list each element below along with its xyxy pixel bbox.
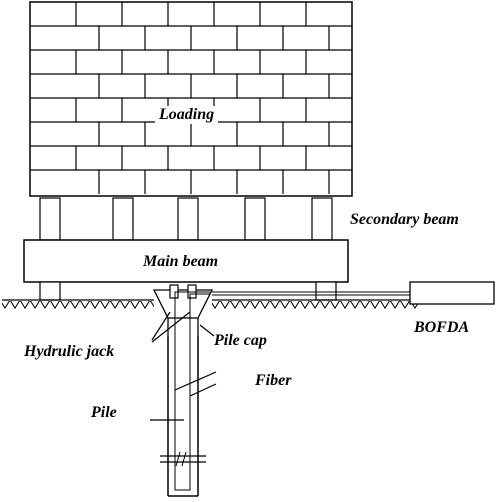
- pile-cap: [152, 289, 214, 336]
- secondary-beam-post: [39, 197, 61, 241]
- loading-block: [29, 1, 353, 197]
- secondary-beam: [39, 197, 333, 241]
- loading-label: Loading: [155, 106, 219, 124]
- bofda-device: [409, 281, 495, 305]
- pile-label: Pile: [91, 404, 117, 421]
- secondary-beam-label: Secondary beam: [350, 211, 459, 228]
- right-support: [315, 281, 337, 301]
- fiber: [174, 291, 410, 491]
- secondary-beam-post: [244, 197, 266, 241]
- bofda-label: BOFDA: [414, 319, 470, 336]
- hydraulic-jack-label: Hydrulic jack: [24, 343, 115, 360]
- leader-lines: [150, 311, 217, 421]
- main-beam-label: Main beam: [143, 253, 219, 270]
- secondary-beam-post: [177, 197, 199, 241]
- ground: [2, 299, 420, 310]
- secondary-beam-post: [311, 197, 333, 241]
- left-support: [39, 281, 61, 301]
- fiber-label: Fiber: [255, 372, 292, 389]
- pile: [160, 336, 206, 497]
- secondary-beam-post: [112, 197, 134, 241]
- main-beam: [23, 239, 349, 283]
- pile-cap-label: Pile cap: [214, 332, 267, 349]
